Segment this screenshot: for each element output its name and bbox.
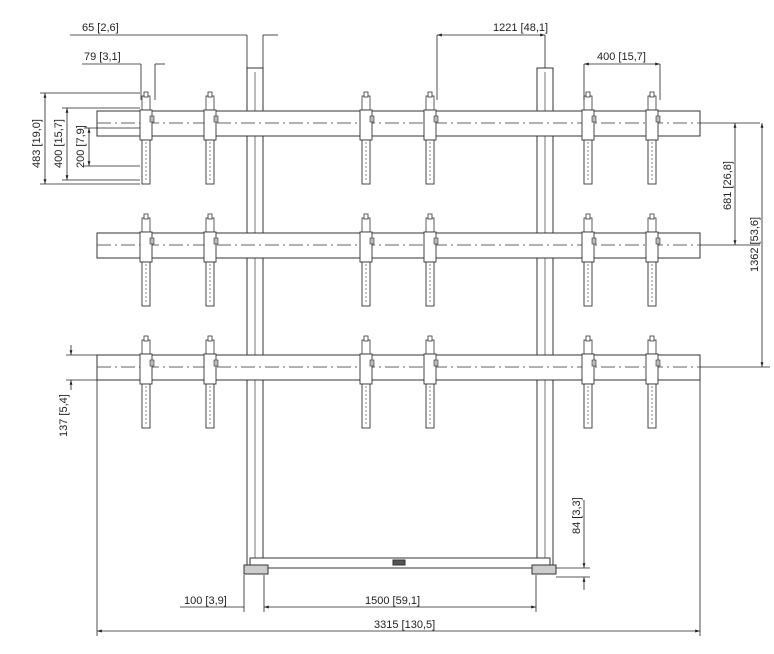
right-foot xyxy=(531,564,557,575)
screen-bracket xyxy=(139,335,155,429)
screen-bracket xyxy=(359,335,375,429)
dim-left-mid-height: 400 [15,7] xyxy=(53,119,65,168)
screen-bracket xyxy=(423,335,439,429)
screen-bracket xyxy=(423,91,439,185)
screen-brackets xyxy=(139,91,661,429)
dim-overall-width: 3315 [130,5] xyxy=(374,619,435,631)
screen-bracket xyxy=(203,91,219,185)
screen-bracket xyxy=(359,213,375,307)
screen-bracket xyxy=(581,335,597,429)
dimension-lines xyxy=(40,33,770,636)
dim-right-total-height: 1362 [53,6] xyxy=(749,217,761,272)
screen-bracket xyxy=(139,91,155,185)
dim-left-inner-height: 200 [7,9] xyxy=(75,125,87,168)
screen-bracket xyxy=(139,213,155,307)
rail-bottom xyxy=(96,354,701,381)
dim-bottom-post-spacing: 1500 [59,1] xyxy=(365,595,420,607)
screen-bracket xyxy=(645,335,661,429)
dimension-labels: 65 [2,6] 1221 [48,1] 79 [3,1] 400 [15,7]… xyxy=(31,22,761,631)
dim-right-foot-height: 84 [3,3] xyxy=(571,497,583,534)
left-foot xyxy=(243,564,269,575)
screen-bracket xyxy=(359,91,375,185)
rail-top xyxy=(96,110,701,137)
dim-right-row-pitch: 681 [26,8] xyxy=(722,161,734,210)
dim-top-post-width: 65 [2,6] xyxy=(82,22,119,34)
screen-bracket xyxy=(645,213,661,307)
rail-middle xyxy=(96,232,701,259)
vertical-posts xyxy=(246,67,554,569)
screen-bracket xyxy=(581,91,597,185)
screen-bracket xyxy=(645,91,661,185)
dim-left-outer-height: 483 [19,0] xyxy=(31,119,43,168)
dim-left-bottom-offset: 137 [5,4] xyxy=(58,394,70,437)
dim-top-rail-spacing: 1221 [48,1] xyxy=(493,22,548,34)
dim-bottom-foot-offset: 100 [3,9] xyxy=(184,595,227,607)
screen-bracket xyxy=(581,213,597,307)
screen-bracket xyxy=(203,213,219,307)
screen-bracket xyxy=(203,335,219,429)
floor-base xyxy=(243,557,557,575)
screen-bracket xyxy=(423,213,439,307)
dim-top-right-bracket-span: 400 [15,7] xyxy=(597,51,646,63)
dim-top-bracket-width: 79 [3,1] xyxy=(84,51,121,63)
